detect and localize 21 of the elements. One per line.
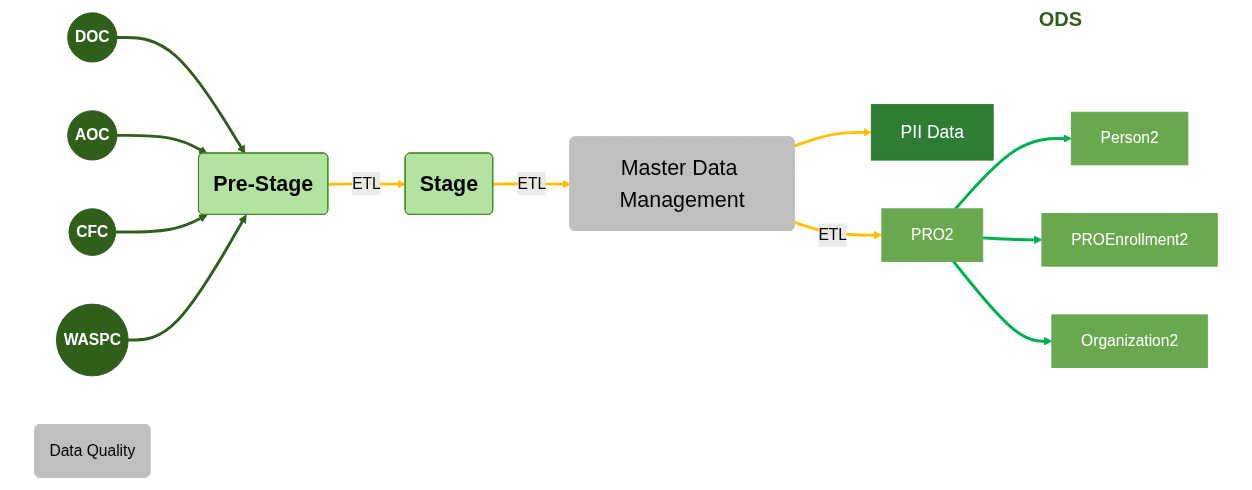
node-box: PRO2: [881, 208, 984, 262]
edge-label: ETL: [517, 174, 547, 192]
arrow: [115, 214, 208, 234]
node-box: PII Data: [870, 104, 994, 161]
arrow: [952, 260, 1053, 346]
edge-label: ETL: [818, 226, 847, 243]
arrow: [794, 128, 872, 148]
node-box: Organization2: [1051, 314, 1208, 368]
node-circle: CFC: [68, 208, 117, 256]
arrow: [116, 133, 208, 154]
node-circle: WASPC: [55, 303, 129, 377]
edge-label: ETL: [352, 174, 381, 192]
arrow: [954, 134, 1072, 210]
arrow: [982, 235, 1043, 245]
node-circle: AOC: [67, 110, 118, 161]
node-box: Person2: [1070, 111, 1189, 166]
arrow: [116, 35, 246, 154]
section-heading: ODS: [1038, 8, 1082, 31]
arrow: [128, 214, 247, 342]
node-box: PROEnrollment2: [1041, 213, 1218, 267]
node-circle: DOC: [67, 12, 118, 63]
